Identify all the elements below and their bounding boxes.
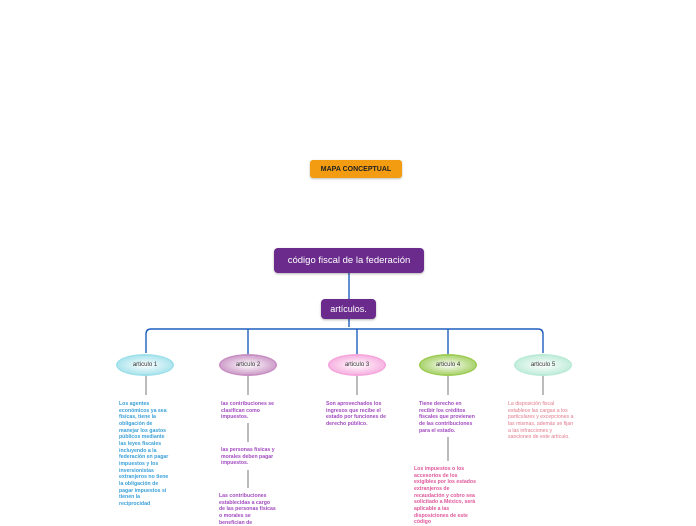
article-1-note: Los agentes económicos ya sea físicas, t… (119, 401, 169, 507)
article-4-note-2: Los impuestos o los accesorios de los ex… (414, 466, 476, 526)
sub-topic-node[interactable]: artículos. (321, 299, 376, 319)
article-node[interactable]: articulo 4 (421, 356, 475, 374)
article-node[interactable]: articulo 5 (516, 356, 570, 374)
article-2-note-2: las personas físicas y morales deben pag… (221, 447, 275, 467)
article-2-note-3: Las contribuciones establecidas a cargo … (219, 493, 276, 526)
central-title[interactable]: MAPA CONCEPTUAL (310, 160, 402, 178)
article-node[interactable]: articulo 2 (221, 356, 275, 374)
article-5-note: La disposición fiscal establece las carg… (508, 401, 574, 441)
article-2-note-1: las contribuciones se clasifican como im… (221, 401, 275, 421)
article-node[interactable]: articulo 3 (330, 356, 384, 374)
article-4-note-1: Tiene derecho en recibir los créditos fi… (419, 401, 475, 434)
article-3-note: Son aprovechados los ingresos que recibe… (326, 401, 386, 427)
main-topic-node[interactable]: código fiscal de la federación (274, 248, 424, 273)
article-node[interactable]: articulo 1 (118, 356, 172, 374)
